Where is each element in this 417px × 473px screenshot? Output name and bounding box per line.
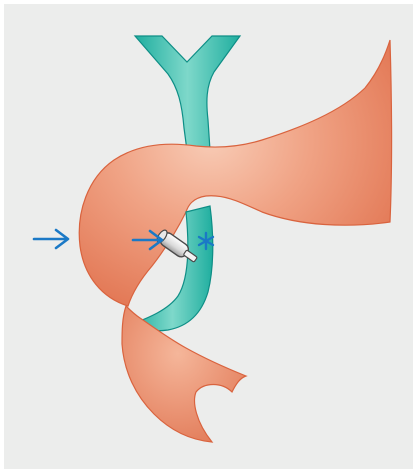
duodenum bbox=[122, 306, 246, 442]
bile-duct bbox=[135, 36, 240, 158]
stomach bbox=[79, 40, 391, 306]
left-pointer-arrow-icon bbox=[34, 230, 68, 248]
